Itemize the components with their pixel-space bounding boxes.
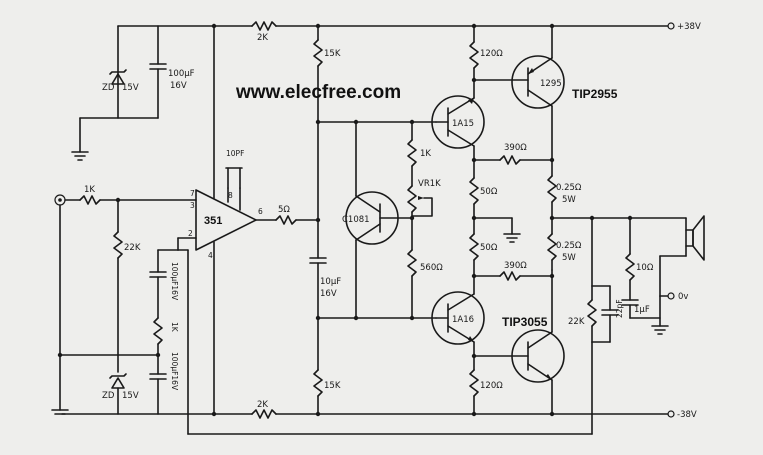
r-390-top-label: 390Ω xyxy=(504,143,527,153)
zd-top-voltage: 15V xyxy=(122,83,139,93)
r-emit-bottom-label: 0.25Ω xyxy=(556,241,582,251)
r-10-label: 10Ω xyxy=(636,263,654,273)
c-100uf-a-label: 100μF16V xyxy=(170,262,179,301)
opamp-pin-3: 3 xyxy=(190,201,195,210)
opamp-pin-6: 6 xyxy=(258,207,263,216)
lower-power-transistor: TIP3055 xyxy=(473,269,565,417)
opamp: 351 7 8 6 3 2 4 10PF 5Ω xyxy=(188,23,319,417)
c-10uf-label: 10μF xyxy=(320,277,341,287)
opamp-name: 351 xyxy=(204,215,222,227)
r-feedback-top-label: 2K xyxy=(257,33,268,43)
watermark: www.elecfree.com xyxy=(235,82,401,103)
r-bottom-15k-label: 15K xyxy=(324,381,341,391)
r-50-bottom-label: 50Ω xyxy=(480,243,498,253)
r-390-bottom-label: 390Ω xyxy=(504,261,527,271)
positive-rail-label: +38V xyxy=(677,22,701,32)
c-100uf-top-voltage: 16V xyxy=(170,81,187,91)
c-100uf-b-label: 100μF16V xyxy=(170,352,179,391)
zd-bottom-voltage: 15V xyxy=(122,391,139,401)
r-emit-bottom-watt: 5W xyxy=(562,253,576,263)
lower-driver-transistor: 1A16 xyxy=(431,291,485,345)
vr-bias-label: VR1K xyxy=(418,179,441,189)
q-top-driver-label: 1A15 xyxy=(452,119,474,129)
r-1k-mid-label: 1K xyxy=(170,322,179,333)
opamp-pin-7: 7 xyxy=(190,189,195,198)
q-bias-label: C1081 xyxy=(342,215,370,225)
opamp-pin-2: 2 xyxy=(188,229,193,238)
r-out-5-label: 5Ω xyxy=(278,205,290,215)
bias-resistor-column: 1K VR1K 560Ω xyxy=(407,119,443,321)
r-120-top-label: 120Ω xyxy=(480,49,503,59)
r-560-label: 560Ω xyxy=(420,263,443,273)
top-zener-section: ZD 15V 100μF 16V xyxy=(71,25,195,161)
c-10pf-label: 10PF xyxy=(226,149,244,158)
c-1uf-label: 1μF xyxy=(634,305,650,315)
c-22pf-label: 22pF xyxy=(615,299,624,318)
r-feedback-bottom-label: 2K xyxy=(257,400,268,410)
q-top-power-label: 1295 xyxy=(540,79,562,89)
zd-bottom-label: ZD xyxy=(102,391,115,401)
q-bottom-power-part: TIP3055 xyxy=(502,315,548,329)
q-top-power-part: TIP2955 xyxy=(572,87,618,101)
opamp-pin-8: 8 xyxy=(228,191,233,200)
ground-tap-label: 0v xyxy=(678,292,688,302)
bias-transistor: C1081 xyxy=(342,119,413,321)
r-emit-top-label: 0.25Ω xyxy=(556,183,582,193)
upper-power-transistor: 1295 TIP2955 xyxy=(473,23,618,177)
opamp-pin-4: 4 xyxy=(208,251,213,260)
zd-top-label: ZD xyxy=(102,83,115,93)
upper-driver-transistor: 1A15 xyxy=(431,95,485,149)
r-emit-top-watt: 5W xyxy=(562,195,576,205)
output-section: 22K 22pF 10Ω 1μF 0v xyxy=(177,215,705,435)
input-section: 1K 22K ZD 15V xyxy=(51,185,197,415)
emitter-resistors: 0.25Ω 5W 0.25Ω 5W xyxy=(547,175,582,271)
r-top-15k-label: 15K xyxy=(324,49,341,59)
driver-column: 15K 10μF 16V 15K xyxy=(309,23,437,417)
feedback-network: 100μF16V 1K 100μF16V xyxy=(149,237,197,415)
r-120-bottom-label: 120Ω xyxy=(480,381,503,391)
negative-rail-label: -38V xyxy=(677,410,697,420)
r-50-top-label: 50Ω xyxy=(480,187,498,197)
r-in-label: 1K xyxy=(84,185,95,195)
c-10uf-voltage: 16V xyxy=(320,289,337,299)
r-1k-bias-label: 1K xyxy=(420,149,431,159)
coupling-resistors: 390Ω 390Ω xyxy=(473,143,555,281)
center-column: 120Ω 50Ω 50Ω 120Ω xyxy=(469,23,521,417)
r-22k-label: 22K xyxy=(124,243,141,253)
positive-rail: +38V 2K xyxy=(117,21,701,43)
q-bottom-driver-label: 1A16 xyxy=(452,315,474,325)
r-22k-out-label: 22K xyxy=(568,317,585,327)
c-100uf-top-label: 100μF xyxy=(168,69,195,79)
